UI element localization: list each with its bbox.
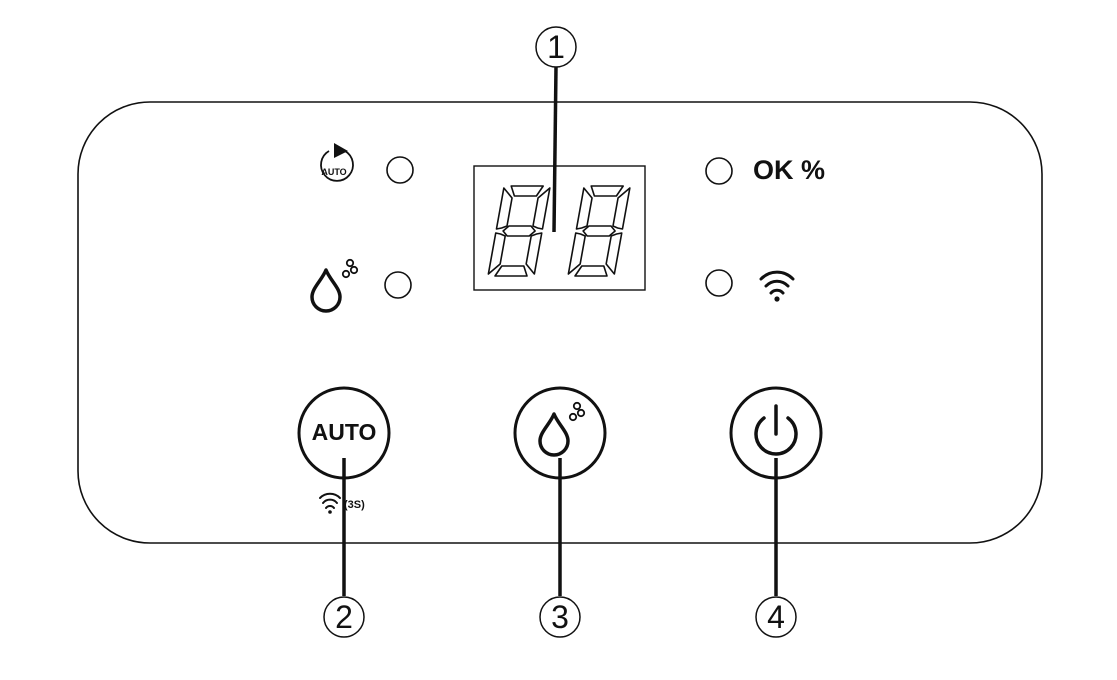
- callout-line-1: [552, 66, 558, 233]
- digit-2-segment-f: [575, 187, 593, 230]
- digit-1-segment-d: [494, 265, 528, 277]
- dry-mode-indicator-led: [384, 271, 412, 299]
- wifi-icon: [759, 270, 795, 302]
- water-drop-bubbles-icon: [310, 258, 359, 313]
- dry-button[interactable]: [515, 388, 605, 478]
- wifi-icon: [319, 492, 341, 514]
- digit-2-segment-b: [612, 187, 631, 230]
- auto-button-label[interactable]: AUTO: [311, 419, 377, 445]
- seven-segment-display: [487, 185, 631, 277]
- callout-number-1: 1: [547, 29, 565, 65]
- digit-1-segment-a: [510, 185, 545, 197]
- callout-circle-4: [755, 596, 797, 638]
- humidity-ok-indicator-led: [705, 157, 733, 185]
- wifi-hold-label: (3S): [344, 499, 365, 511]
- wifi-indicator-led: [705, 269, 733, 297]
- digit-1-segment-b: [532, 187, 551, 230]
- digit-2-segment-a: [590, 185, 625, 197]
- digit-2-segment-d: [574, 265, 608, 277]
- digit-2-segment-e: [567, 232, 587, 275]
- ok-percent-label: OK %: [753, 155, 826, 185]
- auto-cycle-icon: [320, 143, 354, 182]
- digit-1-segment-c: [525, 232, 543, 275]
- auto-mode-indicator-led: [386, 156, 414, 184]
- callout-circle-1: [535, 26, 577, 68]
- callout-circle-2: [323, 596, 365, 638]
- callout-number-2: 2: [335, 599, 353, 635]
- display-window: [473, 165, 646, 291]
- auto-button[interactable]: [299, 388, 389, 478]
- callout-number-3: 3: [551, 599, 569, 635]
- digit-1-segment-f: [495, 187, 513, 230]
- callout-number-4: 4: [767, 599, 785, 635]
- callout-circle-3: [539, 596, 581, 638]
- digit-1-segment-e: [487, 232, 507, 275]
- power-button[interactable]: [731, 388, 821, 478]
- water-drop-bubbles-icon: [538, 401, 586, 457]
- auto-mode-small-label: AUTO: [321, 167, 347, 177]
- digit-1-segment-g: [502, 225, 536, 237]
- digit-2-segment-g: [582, 225, 616, 237]
- power-icon: [754, 404, 798, 456]
- digit-2-segment-c: [605, 232, 623, 275]
